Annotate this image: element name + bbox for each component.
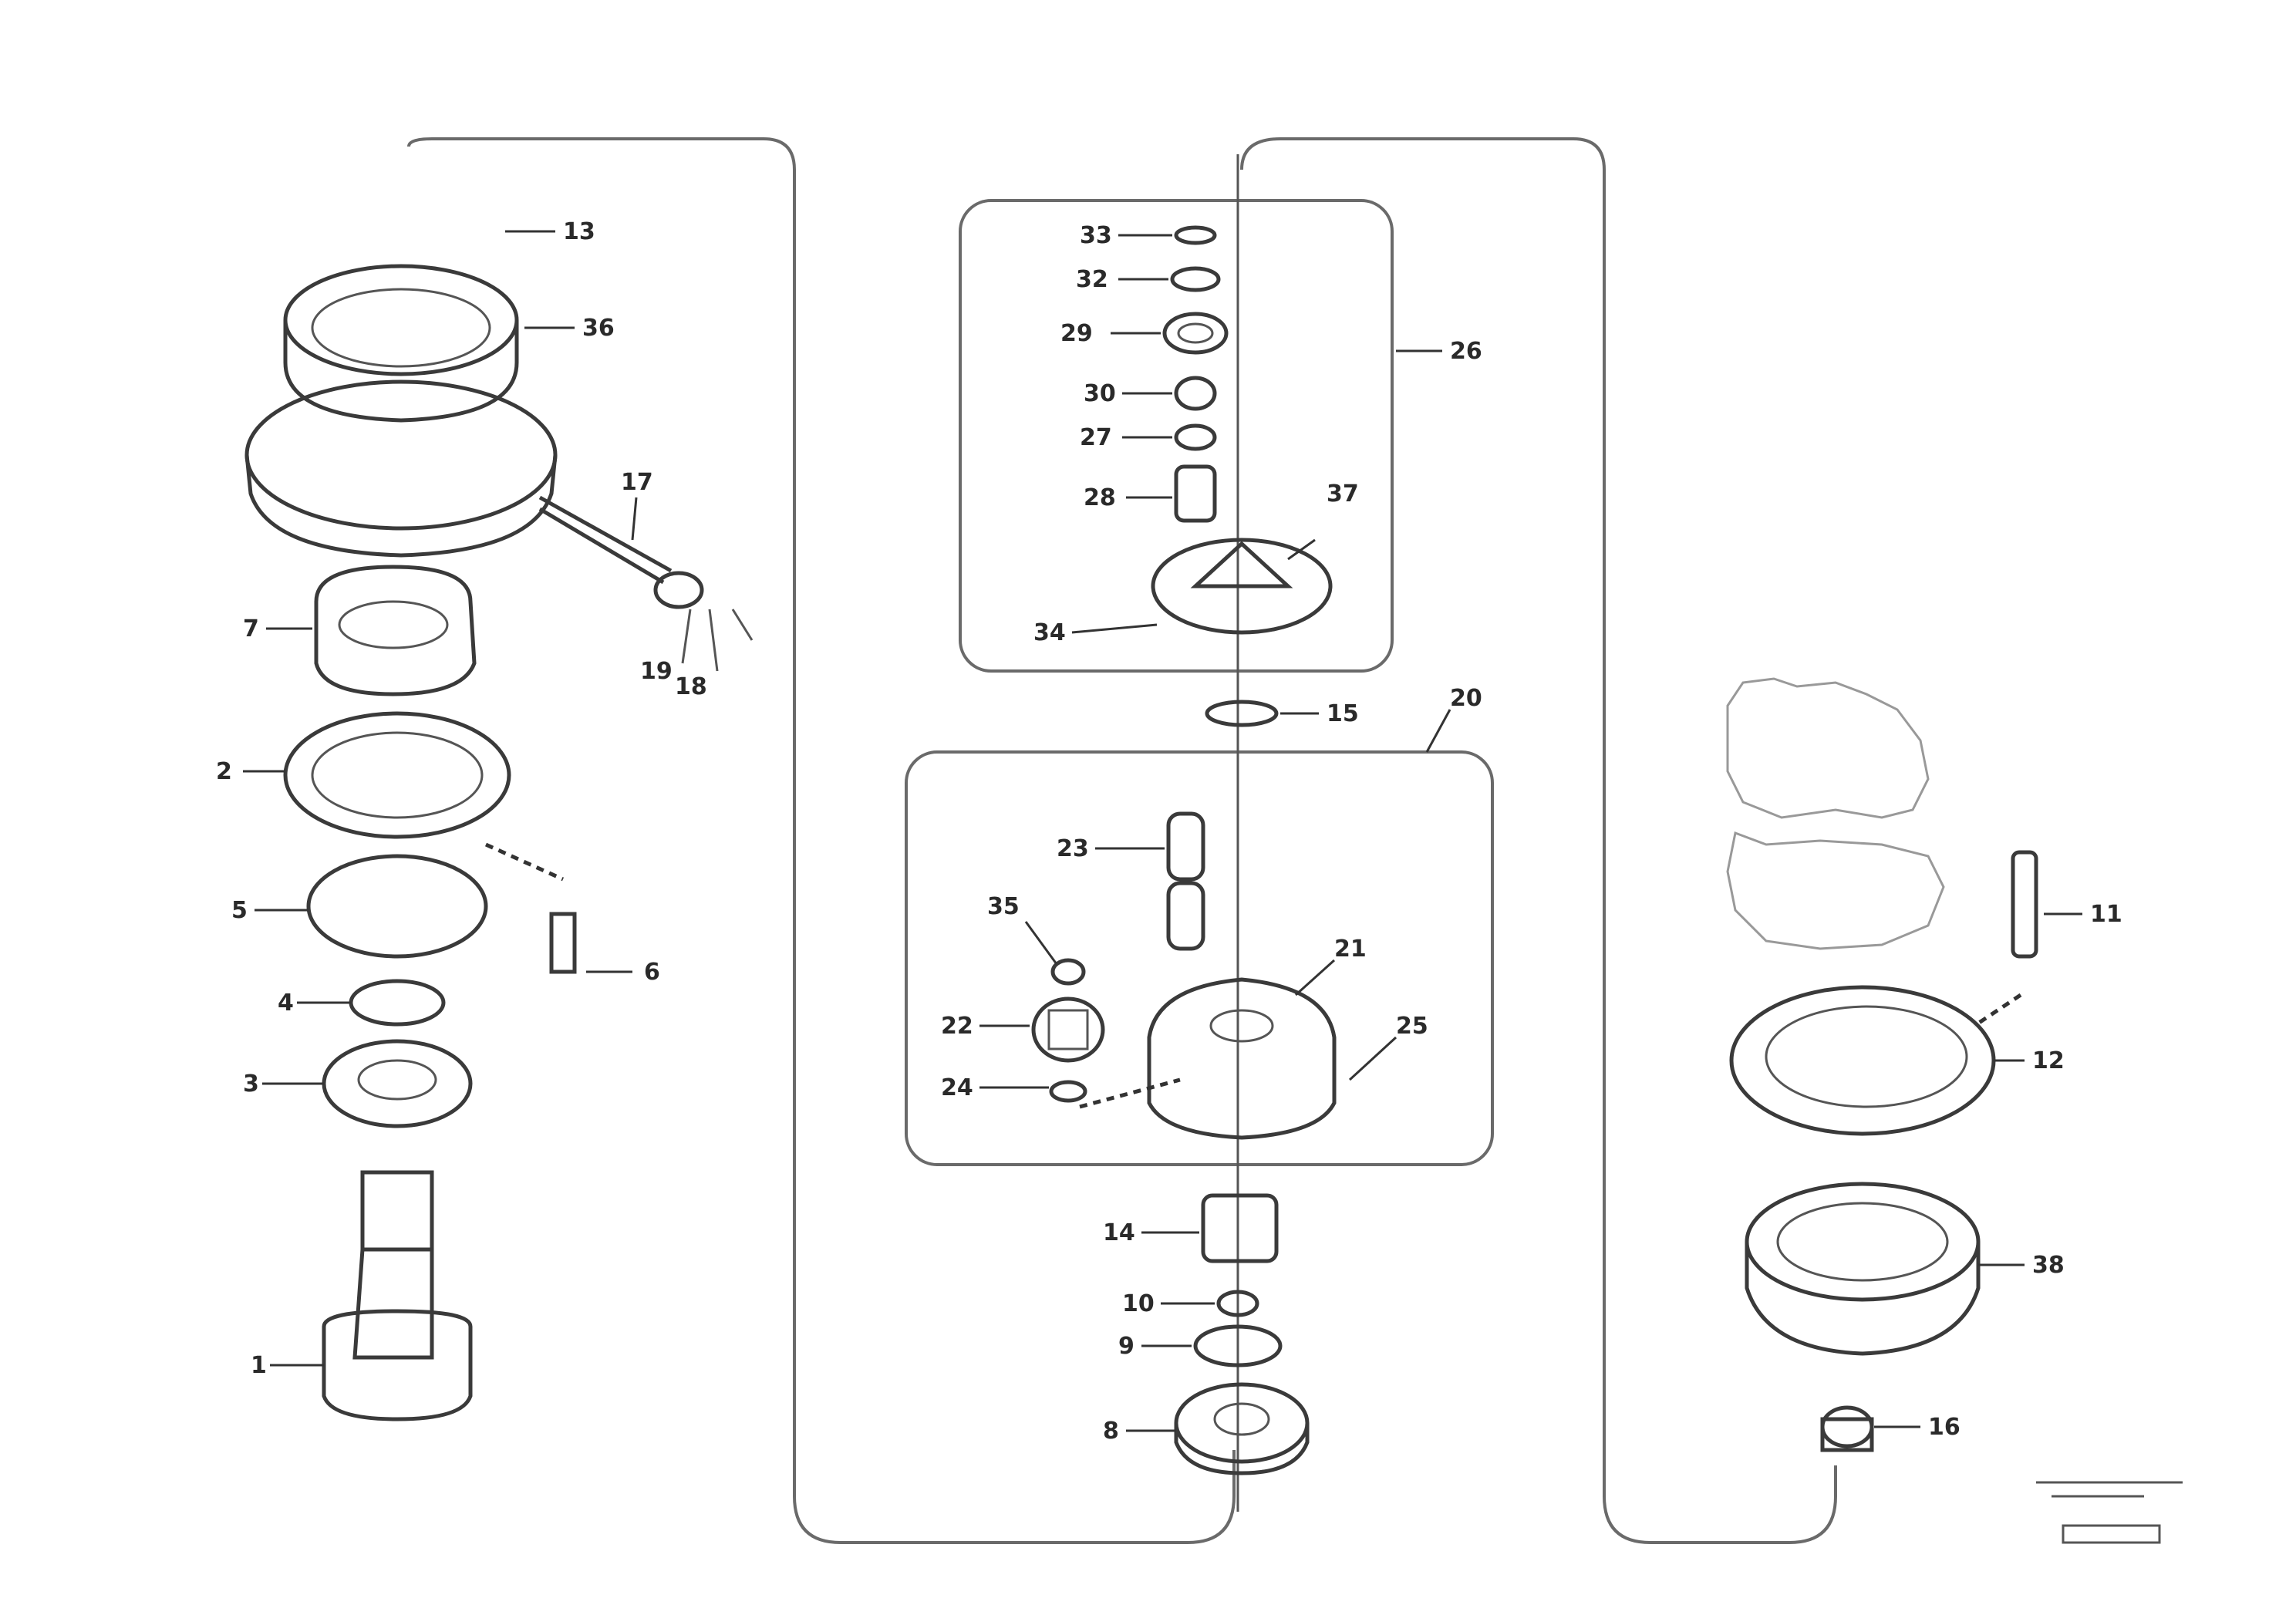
callout-33: 33 <box>1080 222 1112 249</box>
callout-21: 21 <box>1334 936 1367 963</box>
gear-cluster-faded <box>1726 677 1945 950</box>
bearing-ring-right <box>1729 985 1996 1136</box>
upper-subassembly-parts <box>1151 225 1333 635</box>
planet-carrier-gear <box>314 565 477 696</box>
callout-35: 35 <box>987 893 1020 920</box>
snap-ring <box>306 854 488 959</box>
bearing-small <box>322 1039 473 1128</box>
callout-12: 12 <box>2032 1047 2065 1074</box>
callout-37: 37 <box>1327 481 1359 508</box>
callout-26: 26 <box>1450 338 1482 365</box>
callout-18: 18 <box>675 673 707 700</box>
callout-14: 14 <box>1103 1219 1135 1246</box>
group-frame-left <box>407 137 1236 1544</box>
thrust-ring-large <box>283 711 511 839</box>
callout-7: 7 <box>243 615 259 642</box>
callout-24: 24 <box>941 1074 973 1101</box>
leader-lines <box>243 230 2082 1432</box>
callout-5: 5 <box>231 897 248 924</box>
callout-10: 10 <box>1122 1290 1155 1317</box>
roller-bearing-right <box>1745 1182 1981 1356</box>
thrust-washer-middle <box>1205 700 1279 727</box>
subassembly-box-upper <box>959 199 1394 673</box>
callout-25: 25 <box>1396 1013 1428 1040</box>
nut-right <box>1820 1405 1874 1452</box>
bolt-and-lock-assembly <box>538 495 754 672</box>
callout-32: 32 <box>1076 266 1108 293</box>
callout-22: 22 <box>941 1013 973 1040</box>
callout-1: 1 <box>251 1352 267 1379</box>
callout-15: 15 <box>1327 700 1359 727</box>
callout-34: 34 <box>1033 619 1066 646</box>
subassembly-box-lower <box>905 750 1494 1166</box>
needle-bearing-middle <box>1201 1193 1279 1263</box>
callout-3: 3 <box>243 1071 259 1098</box>
callout-8: 8 <box>1103 1418 1119 1445</box>
group-frame-middle <box>1240 137 1837 1544</box>
callout-4: 4 <box>278 990 294 1017</box>
callout-19: 19 <box>640 658 673 685</box>
planet-gear-middle <box>1174 1382 1310 1475</box>
callout-28: 28 <box>1084 484 1116 511</box>
drawing-stamp <box>2036 1481 2183 1544</box>
callout-2: 2 <box>216 758 232 785</box>
lower-subassembly-parts <box>1031 811 1337 1140</box>
callout-16: 16 <box>1928 1414 1961 1441</box>
callout-6: 6 <box>644 959 660 986</box>
small-washers-middle <box>1193 1290 1283 1367</box>
callout-36: 36 <box>582 315 615 342</box>
callout-38: 38 <box>2032 1252 2065 1279</box>
callout-30: 30 <box>1084 380 1116 407</box>
callout-27: 27 <box>1080 424 1112 451</box>
callout-20: 20 <box>1450 685 1482 712</box>
callout-labels: 13 36 17 7 19 18 2 5 6 4 3 1 33 32 29 30… <box>216 218 2122 1445</box>
callout-9: 9 <box>1118 1333 1135 1360</box>
callout-11: 11 <box>2090 901 2122 928</box>
hex-bolt-left <box>484 842 577 974</box>
bolt-right <box>1973 850 2038 1028</box>
callout-29: 29 <box>1060 320 1093 347</box>
o-ring-small <box>349 979 446 1027</box>
callout-13: 13 <box>563 218 595 245</box>
callout-17: 17 <box>621 469 653 496</box>
pinion-shaft <box>322 1170 473 1421</box>
callout-23: 23 <box>1057 835 1089 862</box>
ring-gear-housing <box>244 264 558 558</box>
